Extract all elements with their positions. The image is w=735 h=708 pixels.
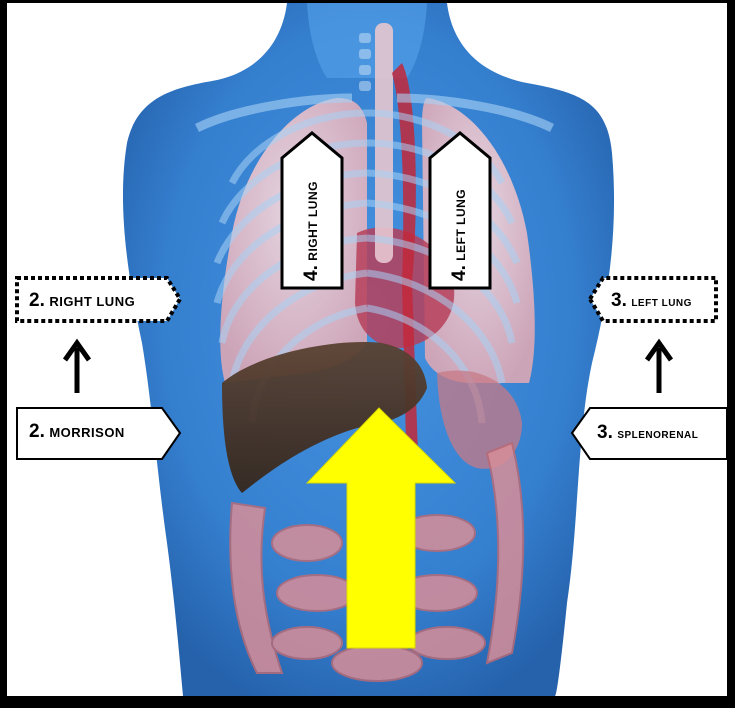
label-number: 3. [611, 290, 627, 311]
splenorenal-label: 3. SPLENORENAL [597, 423, 698, 442]
label-number: 2. [29, 290, 45, 311]
label-text: RIGHT LUNG [49, 294, 135, 309]
label-text: LEFT LUNG [631, 298, 692, 309]
morrison-label: 2. MORRISON [29, 422, 125, 441]
right-lung-upper-label: 2. RIGHT LUNG [29, 291, 135, 310]
diagram-canvas: 2. RIGHT LUNG 2. MORRISON 3. LEFT LUNG 3… [7, 3, 727, 696]
label-number: 3. [597, 422, 613, 443]
label-number: 2. [29, 421, 45, 442]
arrow-up-icon [647, 343, 671, 393]
label-text: RIGHT LUNG [306, 181, 320, 261]
torso-illustration [7, 3, 727, 696]
right-lung-vertical-label: 4. RIGHT LUNG [302, 181, 321, 281]
label-text: MORRISON [49, 425, 125, 440]
label-text: LEFT LUNG [454, 189, 468, 261]
arrow-up-icon [65, 343, 89, 393]
left-lung-vertical-label: 4. LEFT LUNG [450, 189, 469, 281]
label-text: SPLENORENAL [617, 430, 698, 441]
label-number: 4. [301, 265, 322, 281]
label-number: 4. [449, 265, 470, 281]
left-lung-side-label: 3. LEFT LUNG [611, 291, 692, 310]
